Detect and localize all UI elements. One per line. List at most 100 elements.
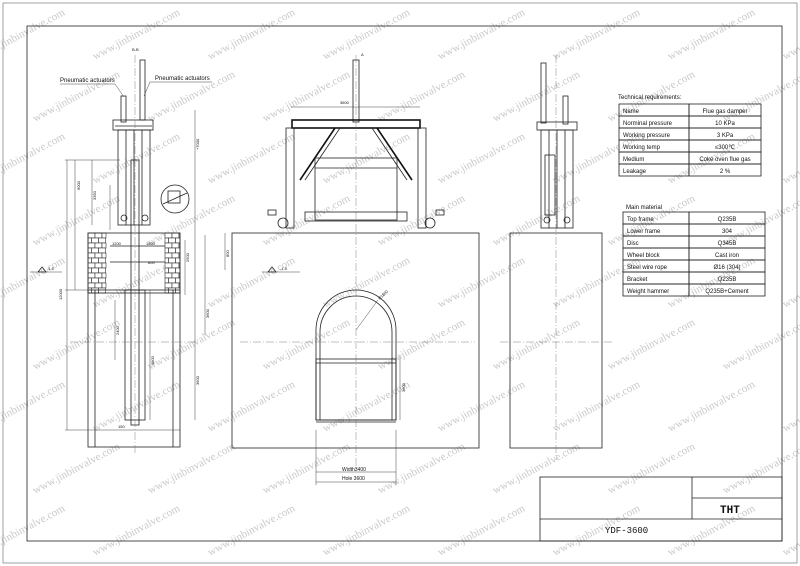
watermark-text: www.jinbinvalve.com xyxy=(436,378,528,434)
watermark-layer: www.jinbinvalve.com www.jinbinvalve.com ww… xyxy=(0,6,800,558)
watermark-text: www.jinbinvalve.com xyxy=(666,254,758,310)
watermark-text: www.jinbinvalve.com xyxy=(551,378,643,434)
watermark-text: www.jinbinvalve.com xyxy=(491,68,583,124)
watermark-text: www.jinbinvalve.com xyxy=(261,192,353,248)
width-label: Width3400 xyxy=(342,467,366,473)
watermark-text: www.jinbinvalve.com xyxy=(491,440,583,496)
brick-wall-right xyxy=(164,232,181,294)
drawing-frame xyxy=(26,25,783,542)
watermark-text: www.jinbinvalve.com xyxy=(491,192,583,248)
model-number: YDF-3600 xyxy=(605,526,648,536)
watermark-text: www.jinbinvalve.com xyxy=(321,254,413,310)
material-value: Ø16 (304) xyxy=(713,265,740,271)
material-value: Q235B xyxy=(718,217,737,223)
tech-value: 10 KPa xyxy=(715,121,735,127)
material-value: 304 xyxy=(722,229,733,235)
watermark-text: www.jinbinvalve.com xyxy=(666,502,758,558)
tech-key: Leakage xyxy=(623,169,647,175)
tech-requirements: Technical requirements: Name Flue gas dam… xyxy=(618,95,762,177)
dim-4800: 4800 xyxy=(150,355,155,365)
dim-2400: 2400 xyxy=(115,325,120,335)
material-key: Steel wire rope xyxy=(627,265,668,271)
watermark-text: www.jinbinvalve.com xyxy=(31,440,123,496)
watermark-text: www.jinbinvalve.com xyxy=(146,316,238,372)
watermark-text: www.jinbinvalve.com xyxy=(376,440,468,496)
dim-2500: 2500 xyxy=(185,252,190,262)
watermark-text: www.jinbinvalve.com xyxy=(146,192,238,248)
watermark-text: www.jinbinvalve.com xyxy=(321,378,413,434)
tech-key: Norminal pressure xyxy=(623,121,673,127)
watermark-text: www.jinbinvalve.com xyxy=(146,440,238,496)
pneumatic-actuators-label-2: Pneumatic actuators xyxy=(155,76,210,82)
watermark-text: www.jinbinvalve.com xyxy=(261,440,353,496)
dim-600: 600 xyxy=(148,260,155,265)
dim-12000: 12000 xyxy=(58,288,63,300)
material-key: Bracket xyxy=(627,277,648,283)
tech-title: Technical requirements: xyxy=(618,95,682,101)
watermark-text: www.jinbinvalve.com xyxy=(31,68,123,124)
tech-key: Working temp xyxy=(623,145,661,151)
material-value: Q235B+Cement xyxy=(705,289,749,295)
watermark-text: www.jinbinvalve.com xyxy=(0,6,67,62)
tech-value: Flue gas damper xyxy=(702,109,747,115)
watermark-text: www.jinbinvalve.com xyxy=(376,192,468,248)
company-logo: THT xyxy=(720,505,740,517)
tech-row: Leakage 2 % xyxy=(618,163,762,177)
material-key: Lower frame xyxy=(627,229,661,235)
watermark-text: www.jinbinvalve.com xyxy=(91,130,183,186)
radius-label: R1800 xyxy=(377,288,389,300)
watermark-text: www.jinbinvalve.com xyxy=(376,68,468,124)
dim-7000: +7000 xyxy=(195,138,200,150)
brick-wall-left xyxy=(87,232,107,294)
watermark-text: www.jinbinvalve.com xyxy=(91,6,183,62)
hole-label: Hole 3600 xyxy=(342,476,365,482)
watermark-text: www.jinbinvalve.com xyxy=(666,6,758,62)
front-view: A 3600 R1800 xyxy=(224,52,480,485)
watermark-text: www.jinbinvalve.com xyxy=(376,316,468,372)
tech-row: Norminal pressure 10 KPa xyxy=(618,115,762,129)
watermark-text: www.jinbinvalve.com xyxy=(721,440,800,496)
watermark-text: www.jinbinvalve.com xyxy=(206,502,298,558)
material-value: Q235B xyxy=(718,277,737,283)
dim-6000: 6000 xyxy=(76,180,81,190)
title-block: THT YDF-3600 xyxy=(539,476,783,542)
watermark-text: www.jinbinvalve.com xyxy=(261,316,353,372)
watermark-text: www.jinbinvalve.com xyxy=(436,6,528,62)
watermark-text: www.jinbinvalve.com xyxy=(91,502,183,558)
watermark-text: www.jinbinvalve.com xyxy=(0,130,67,186)
material-value: Cast iron xyxy=(715,253,739,259)
watermark-text: www.jinbinvalve.com xyxy=(606,440,698,496)
watermark-text: www.jinbinvalve.com xyxy=(321,6,413,62)
dim-1200: 1200 xyxy=(112,241,122,246)
ground-level-left: -1.5 xyxy=(47,266,55,271)
material-row: Top frame Q235B xyxy=(622,211,766,225)
material-title: Main material xyxy=(626,205,662,211)
watermark-text: www.jinbinvalve.com xyxy=(206,254,298,310)
watermark-text: www.jinbinvalve.com xyxy=(91,378,183,434)
section-label: B-B xyxy=(132,47,139,52)
watermark-text: www.jinbinvalve.com xyxy=(436,254,528,310)
watermark-text: www.jinbinvalve.com xyxy=(206,130,298,186)
dim-3600v: 3600 xyxy=(205,308,210,318)
material-key: Top frame xyxy=(627,217,654,223)
ground-level-mid: -1.5 xyxy=(280,266,288,271)
watermark-text: www.jinbinvalve.com xyxy=(0,502,67,558)
watermark-text: www.jinbinvalve.com xyxy=(206,378,298,434)
material-value: Q345B xyxy=(718,241,737,247)
tech-value: 2 % xyxy=(720,169,731,175)
watermark-text: www.jinbinvalve.com xyxy=(551,6,643,62)
watermark-text: www.jinbinvalve.com xyxy=(31,316,123,372)
watermark-text: www.jinbinvalve.com xyxy=(606,316,698,372)
dim-3350: 3350 xyxy=(92,190,97,200)
tech-value: ≤300℃ xyxy=(715,145,735,151)
tech-key: Working pressure xyxy=(623,133,671,139)
material-row: Bracket Q235B xyxy=(622,271,766,285)
right-side-view xyxy=(500,55,612,460)
dim-150: 150 xyxy=(118,424,125,429)
watermark-text: www.jinbinvalve.com xyxy=(491,316,583,372)
tech-key: Name xyxy=(623,109,640,115)
material-key: Wheel block xyxy=(627,253,661,259)
watermark-text: www.jinbinvalve.com xyxy=(31,192,123,248)
